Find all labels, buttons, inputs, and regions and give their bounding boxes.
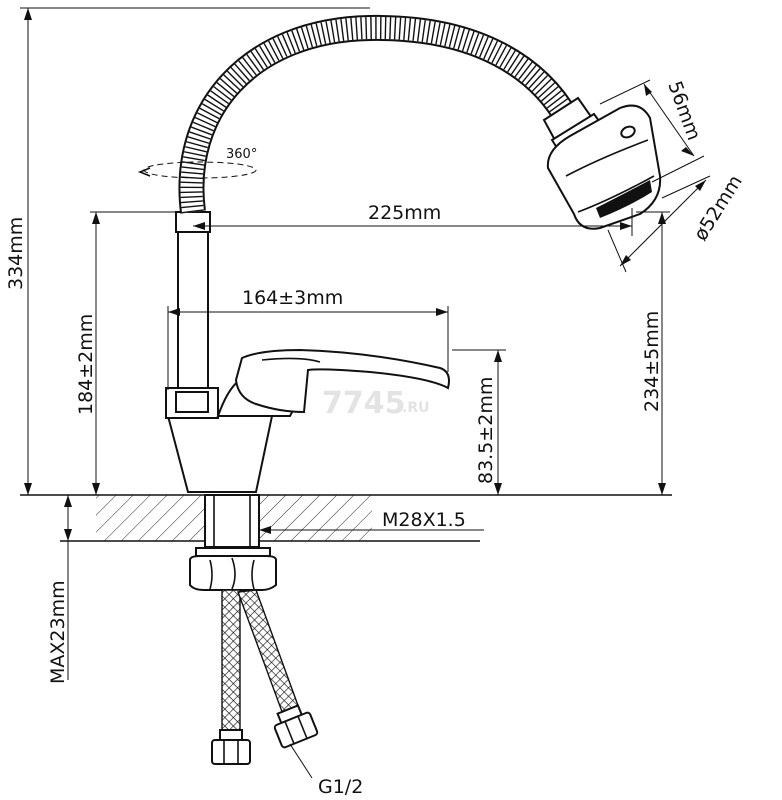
dim-reach: 225mm <box>193 202 633 236</box>
mounting-nut <box>189 547 277 591</box>
spray-head <box>546 104 662 230</box>
dim-head-length-label: 56mm <box>663 78 705 143</box>
dim-head-height: 234±5mm <box>636 211 670 495</box>
dim-thread-label: M28X1.5 <box>382 509 466 531</box>
riser-tube <box>175 211 211 389</box>
countertop <box>20 494 672 542</box>
rotation-label: 360° <box>226 147 257 162</box>
dim-reach-label: 225mm <box>368 202 441 224</box>
watermark-suffix: .RU <box>402 400 429 416</box>
dim-spout-height-label: 184±2mm <box>75 314 97 415</box>
dim-head-height-label: 234±5mm <box>641 311 663 412</box>
lever-handle <box>234 348 450 414</box>
dim-lever-height-label: 83.5±2mm <box>475 377 497 484</box>
dim-spout-height: 184±2mm <box>75 211 180 495</box>
threaded-shank <box>204 494 260 548</box>
dim-lever-reach: 164±3mm <box>167 287 449 390</box>
dim-lever-height: 83.5±2mm <box>452 349 506 495</box>
dim-lever-reach-label: 164±3mm <box>242 287 343 309</box>
dim-hose-thread: G1/2 <box>289 743 363 798</box>
hose-nut-right <box>273 704 319 749</box>
dim-head-diameter-label: ø52mm <box>690 171 747 244</box>
rotation-indicator: 360° <box>137 147 257 179</box>
dim-total-height-label: 334mm <box>5 217 27 290</box>
hose-nut-left <box>211 729 251 765</box>
dim-max-counter-label: MAX23mm <box>47 580 69 684</box>
dim-hose-thread-label: G1/2 <box>318 776 363 798</box>
watermark-main: 7745 <box>322 386 406 421</box>
watermark: 7745 .RU <box>322 386 429 421</box>
flexible-spout <box>178 14 580 214</box>
dim-max-counter: MAX23mm <box>47 495 72 684</box>
dim-thread: M28X1.5 <box>259 509 484 534</box>
dim-total-height: 334mm <box>5 7 370 495</box>
